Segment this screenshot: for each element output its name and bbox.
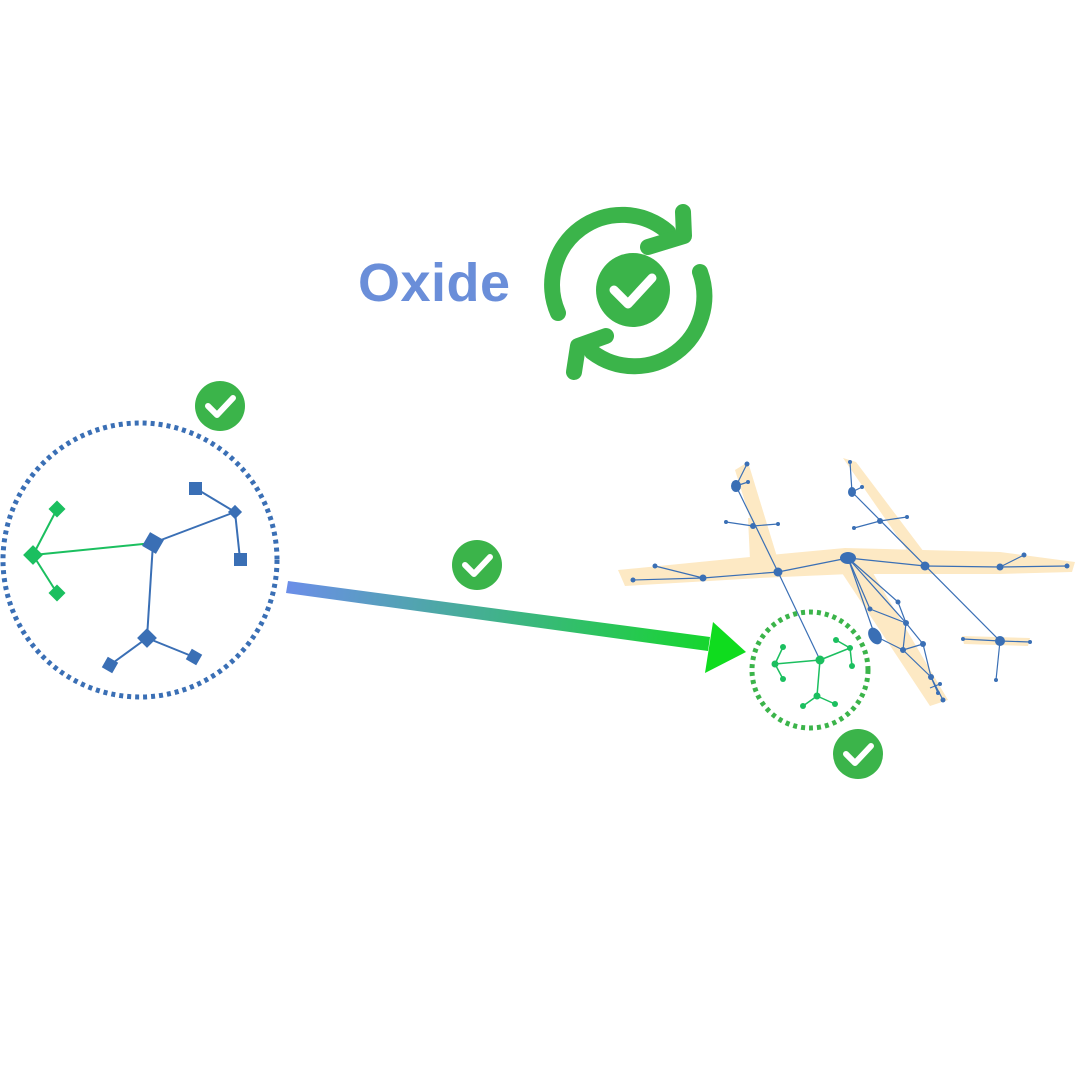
source-cluster	[0, 420, 280, 700]
aircraft-network	[630, 460, 1070, 703]
check-circle-icon	[833, 729, 883, 779]
transfer-arrow	[286, 581, 746, 673]
brand-title: Oxide	[358, 253, 511, 313]
check-circle-icon	[195, 381, 245, 431]
sync-arrows-check-icon	[544, 204, 713, 380]
target-cluster	[749, 609, 871, 731]
check-circle-icon	[452, 540, 502, 590]
aircraft-silhouette	[618, 458, 1075, 706]
